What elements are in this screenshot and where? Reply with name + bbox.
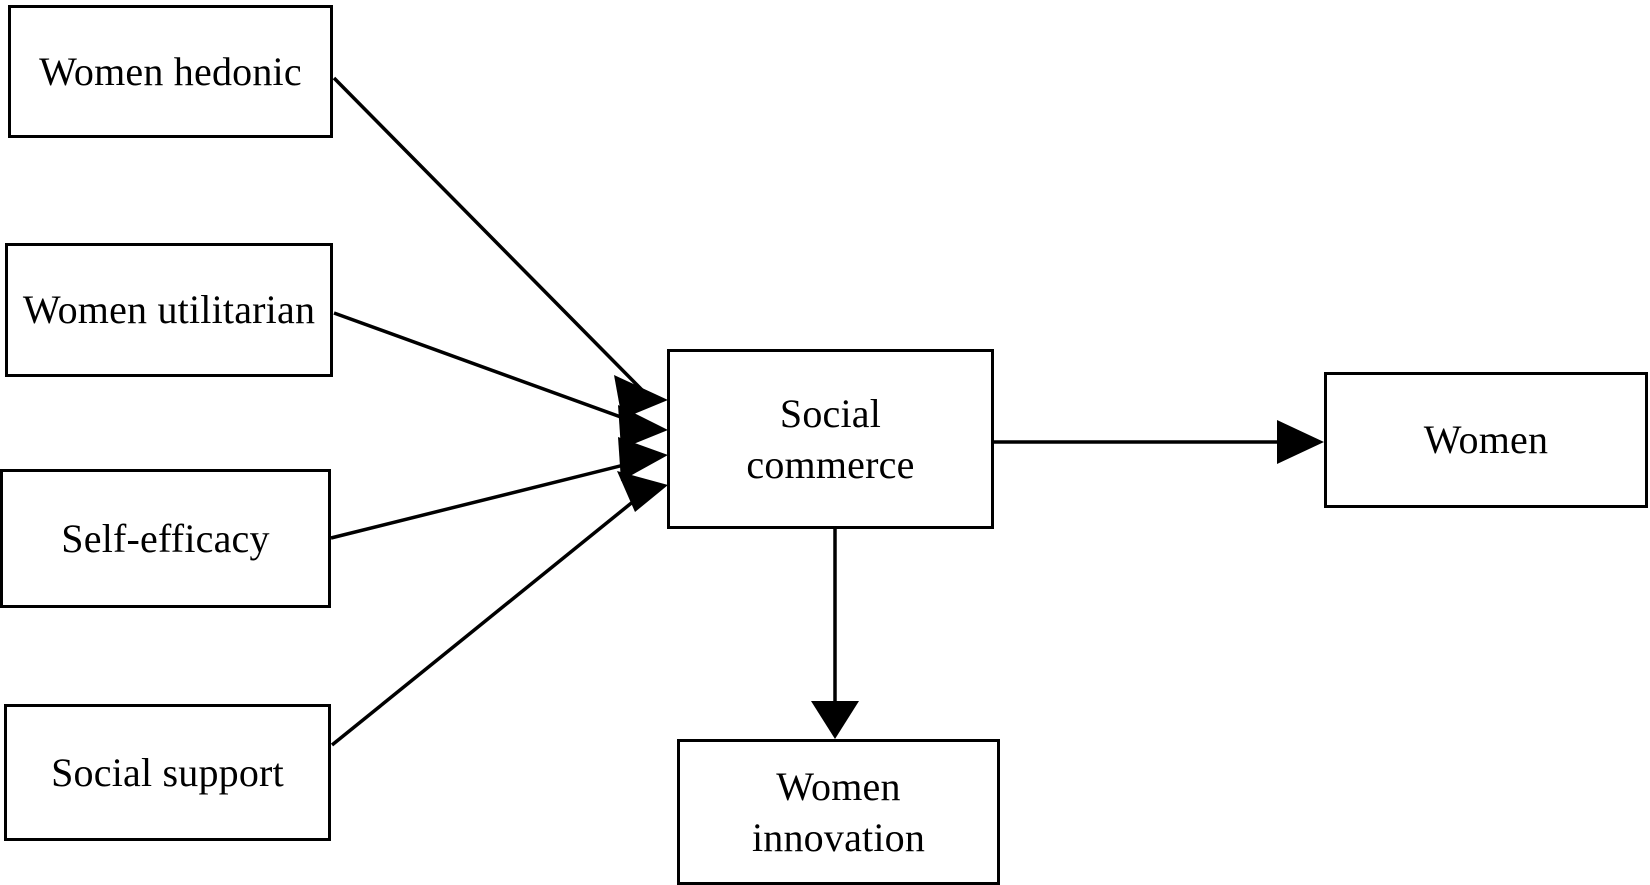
node-women-utilitarian-label: Women utilitarian (22, 287, 316, 333)
edge-social-support-to-social-commerce (330, 471, 668, 747)
node-social-support-label: Social support (51, 749, 284, 795)
node-women-innovation-label: Women innovation (751, 763, 926, 860)
edge-social-commerce-to-women (994, 420, 1324, 464)
node-women-utilitarian[interactable]: Women utilitarian (5, 243, 333, 377)
node-women-label: Women (1423, 417, 1549, 463)
node-women-hedonic[interactable]: Women hedonic (8, 5, 333, 138)
node-self-efficacy-label: Self-efficacy (61, 515, 270, 561)
node-social-support[interactable]: Social support (4, 704, 331, 841)
edge-self-efficacy-to-social-commerce (330, 437, 668, 540)
node-women[interactable]: Women (1324, 372, 1648, 508)
node-women-hedonic-label: Women hedonic (39, 48, 302, 94)
edge-women-utilitarian-to-social-commerce (333, 311, 668, 449)
node-social-commerce-label: Social commerce (746, 390, 915, 487)
edge-women-hedonic-to-social-commerce (332, 76, 668, 419)
node-women-innovation[interactable]: Women innovation (677, 739, 1000, 885)
node-social-commerce[interactable]: Social commerce (667, 349, 994, 529)
edge-social-commerce-to-women-innovation (811, 529, 859, 739)
node-self-efficacy[interactable]: Self-efficacy (0, 469, 331, 608)
